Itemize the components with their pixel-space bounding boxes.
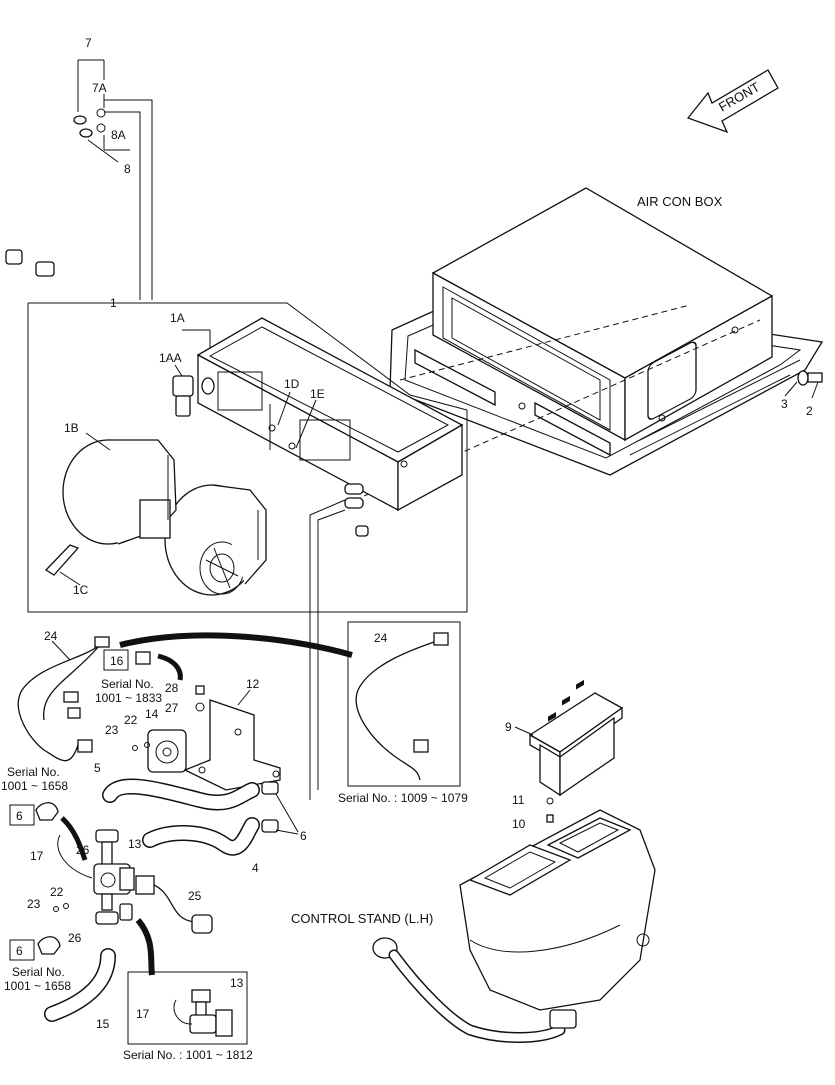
mounting-bracket-12 [183,685,281,791]
part-number-11: 11 [512,793,525,807]
part-number-22-top: 22 [124,713,138,727]
control-stand-lh [372,809,656,1043]
filter-clip-1C [44,544,80,576]
control-stand-label: CONTROL STAND (L.H) [291,911,433,926]
serial-note-6b-range: 1001 ~ 1658 [4,979,71,993]
part-number-9: 9 [505,720,512,734]
air-con-box-label: AIR CON BOX [637,194,723,209]
part-number-2: 2 [806,404,813,418]
front-arrow-label: FRONT [716,79,762,114]
part-number-8: 8 [124,162,131,176]
part-number-14: 14 [145,707,159,721]
part-number-27: 27 [165,701,179,715]
part-number-1AA: 1AA [159,351,182,365]
serial-note-6-bottom [9,936,61,961]
water-valve-13 [53,829,213,934]
part-number-17-main: 17 [30,849,44,863]
part-number-13-main: 13 [128,837,142,851]
part-number-5: 5 [94,761,101,775]
part-number-24-serial: 24 [374,631,388,645]
part-number-7: 7 [85,36,92,50]
hose-pipes-7-8 [5,59,153,300]
control-panel-9 [528,679,624,823]
part-number-1E: 1E [310,387,325,401]
part-number-4: 4 [252,861,259,875]
part-number-15: 15 [96,1017,110,1031]
part-number-13-serial: 13 [230,976,244,990]
part-number-16: 16 [110,654,124,668]
water-valve-14 [132,729,187,773]
serial-note-16-range: 1001 ~ 1833 [95,691,162,705]
part-number-28: 28 [165,681,179,695]
part-number-23-bottom: 23 [27,897,41,911]
part-number-23-top: 23 [105,723,119,737]
serial-note-13: Serial No. : 1001 ~ 1812 [123,1048,253,1062]
part-number-10: 10 [512,817,526,831]
wire-harness-24 [17,632,353,976]
serial-note-24: Serial No. : 1009 ~ 1079 [338,791,468,805]
blower-unit [62,439,267,596]
serial-note-6a-label: Serial No. [7,765,60,779]
part-number-26-top: 26 [76,843,90,857]
part-number-1D: 1D [284,377,300,391]
part-number-26-bottom: 26 [68,931,82,945]
part-number-1C: 1C [73,583,89,597]
serial-note-16 [103,649,183,681]
serial-note-16-label: Serial No. [101,677,154,691]
hose-clamps-6 [261,781,299,835]
part-number-8A: 8A [111,128,126,142]
air-con-box-drawing [389,187,824,476]
part-number-1B: 1B [64,421,79,435]
evaporator-assembly-frame [27,302,468,613]
part-number-3: 3 [781,397,788,411]
part-number-6-top: 6 [16,809,23,823]
part-number-12: 12 [246,677,260,691]
part-number-25: 25 [188,889,202,903]
front-direction-arrow: FRONT [686,69,779,134]
part-number-22-bottom: 22 [50,885,64,899]
heater-hose-15 [44,948,116,1022]
part-number-1A: 1A [170,311,185,325]
serial-note-box-24 [347,621,461,787]
serial-note-6a-range: 1001 ~ 1658 [1,779,68,793]
part-number-7A: 7A [92,81,107,95]
part-number-24-main: 24 [44,629,58,643]
part-number-6-right: 6 [300,829,307,843]
serial-note-6-top [9,802,88,861]
heater-hose-5 [102,778,260,811]
serial-note-box-13 [127,971,248,1045]
part-number-17-serial: 17 [136,1007,150,1021]
serial-note-6b-label: Serial No. [12,965,65,979]
part-number-6-bottom: 6 [16,944,23,958]
part-number-1: 1 [110,296,117,310]
evaporator-unit [172,317,464,537]
heater-hose-4 [142,817,260,856]
